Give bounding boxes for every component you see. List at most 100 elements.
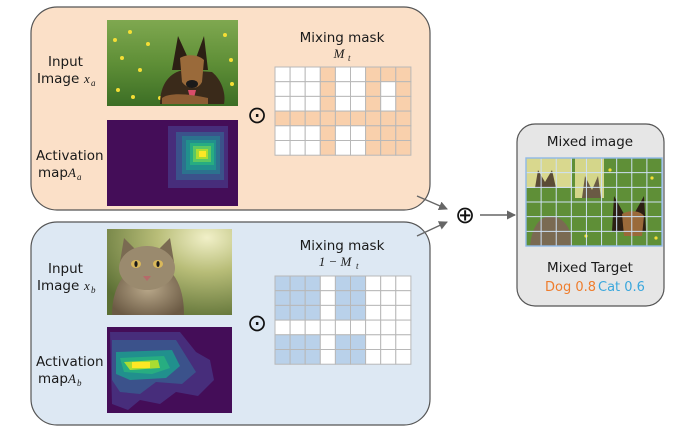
arrow-from-panel-b — [416, 221, 448, 237]
mask-b-cell — [289, 275, 306, 292]
mask-a-cell — [274, 81, 291, 97]
mask-b-cell — [380, 349, 397, 365]
panel-a-mask-title: Mixing mask — [300, 30, 385, 46]
panel-a-mask-formula-subscript: t — [348, 53, 351, 63]
panel-b-input-label: Input Image x b — [37, 261, 96, 295]
panel-b-mask-formula-subscript: t — [356, 261, 359, 271]
mask-b-cell — [274, 349, 291, 365]
mask-a-cell — [350, 110, 367, 127]
panel-a-input-label-line2: Image — [37, 71, 79, 87]
mask-a-cell — [365, 66, 382, 83]
mask-b-cell — [289, 319, 306, 336]
activation-map-a — [107, 120, 238, 206]
mask-a-cell — [304, 125, 321, 142]
combine-operator: ⊕ — [455, 201, 475, 229]
mask-a-cell — [395, 110, 412, 127]
panel-b-activation-label-line1: Activation — [36, 354, 104, 370]
mixed-image-title: Mixed image — [547, 134, 633, 150]
mask-b-cell — [319, 304, 336, 321]
mask-a-cell — [350, 95, 367, 112]
mask-b-cell — [350, 319, 367, 336]
panel-a-input-label: Input Image x a — [37, 54, 96, 88]
mask-a-cell — [334, 125, 351, 142]
mask-b-cell — [350, 334, 367, 350]
mask-b-cell — [334, 304, 351, 321]
mask-b-cell — [334, 319, 351, 336]
mask-b-cell — [304, 275, 321, 292]
mask-b-cell — [319, 275, 336, 292]
mask-b-cell — [380, 319, 397, 336]
mask-b-cell — [319, 334, 336, 350]
mask-b-cell — [365, 275, 382, 292]
mask-a-cell — [289, 81, 306, 97]
mask-b-cell — [304, 304, 321, 321]
mask-a-cell — [289, 110, 306, 127]
mask-b-cell — [304, 349, 321, 365]
multiply-operator-b: ⊙ — [247, 309, 267, 337]
mask-b-cell — [365, 290, 382, 306]
mask-b-cell — [304, 290, 321, 306]
mask-b-cell — [289, 334, 306, 350]
mask-a-cell — [380, 140, 397, 156]
mask-a-cell — [350, 140, 367, 156]
mask-a-cell — [289, 95, 306, 112]
panel-a-input-subscript: a — [91, 78, 96, 88]
mask-b-cell — [274, 275, 291, 292]
mask-a-cell — [304, 81, 321, 97]
mask-b-cell — [304, 334, 321, 350]
panel-b-activation-label: Activation map A b — [36, 354, 104, 388]
mask-a-cell — [304, 110, 321, 127]
mask-a-cell — [365, 110, 382, 127]
panel-b-activation-subscript: b — [77, 378, 82, 388]
mask-a-cell — [274, 140, 291, 156]
mask-b-cell — [350, 304, 367, 321]
mask-a-cell — [350, 125, 367, 142]
mask-b-cell — [395, 319, 412, 336]
mask-b-cell — [289, 304, 306, 321]
mask-b-cell — [319, 349, 336, 365]
mask-b-cell — [319, 319, 336, 336]
panel-a-input-symbol: x — [83, 71, 90, 86]
mask-b-cell — [365, 334, 382, 350]
cat-target-label: Cat 0.6 — [598, 280, 645, 295]
panel-b-mask-title: Mixing mask — [300, 238, 385, 254]
mask-b-cell — [274, 290, 291, 306]
mask-a-cell — [365, 81, 382, 97]
multiply-operator-a: ⊙ — [247, 101, 267, 129]
mask-b-cell — [334, 290, 351, 306]
mixing-mask-b-grid — [274, 275, 412, 365]
mask-b-cell — [365, 319, 382, 336]
mask-b-cell — [395, 290, 412, 306]
cat-image — [107, 229, 232, 315]
panel-a-activation-label-line1: Activation — [36, 148, 104, 164]
mask-a-cell — [319, 66, 336, 83]
dog-target-label: Dog 0.8 — [545, 280, 596, 295]
panel-b-activation-symbol: A — [67, 371, 76, 386]
panel-a-input-label-line1: Input — [48, 54, 83, 70]
mask-a-cell — [380, 95, 397, 112]
mask-a-cell — [289, 140, 306, 156]
mask-b-cell — [380, 304, 397, 321]
panel-b-input-label-line1: Input — [48, 261, 83, 277]
mask-a-cell — [395, 125, 412, 142]
mask-a-cell — [274, 95, 291, 112]
arrow-from-panel-a — [416, 195, 448, 210]
panel-b-mask-formula: 1 − M — [319, 254, 353, 269]
panel-b-input-label-line2: Image — [37, 278, 79, 294]
mask-a-cell — [380, 110, 397, 127]
panel-a-activation-label: Activation map A a — [36, 148, 104, 182]
mask-a-cell — [274, 125, 291, 142]
mask-a-cell — [289, 66, 306, 83]
mask-b-cell — [334, 334, 351, 350]
mask-a-cell — [289, 125, 306, 142]
mask-a-cell — [319, 125, 336, 142]
mask-b-cell — [350, 275, 367, 292]
mask-b-cell — [350, 290, 367, 306]
panel-b-activation-label-line2: map — [38, 371, 68, 387]
mask-a-cell — [395, 81, 412, 97]
mask-b-cell — [289, 349, 306, 365]
mask-b-cell — [274, 319, 291, 336]
mask-b-cell — [334, 275, 351, 292]
mask-a-cell — [334, 95, 351, 112]
